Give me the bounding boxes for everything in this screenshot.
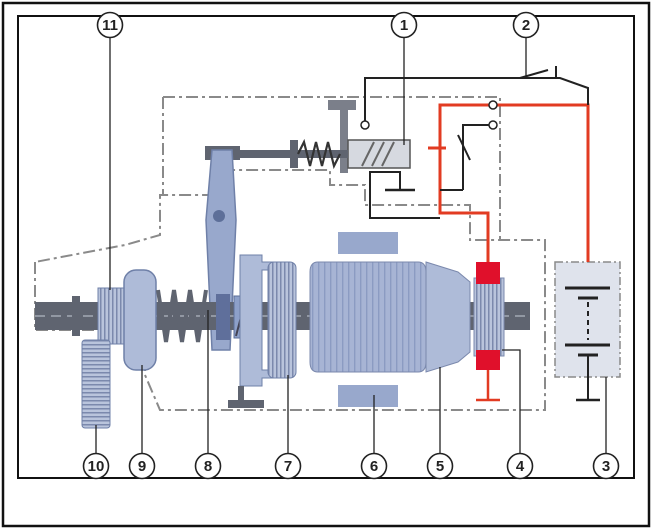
callout-8: 8 <box>194 452 222 480</box>
callout-10: 10 <box>82 452 110 480</box>
callout-11: 11 <box>96 11 124 39</box>
ignition-wire-left <box>364 77 520 125</box>
callout-7: 7 <box>274 452 302 480</box>
callout-11-label: 11 <box>102 17 118 34</box>
callout-7-label: 7 <box>284 458 292 475</box>
callout-9: 9 <box>128 452 156 480</box>
solenoid-terminal-left <box>360 120 370 130</box>
housing-mount-foot <box>228 400 264 408</box>
callout-6: 6 <box>360 452 388 480</box>
callout-9-label: 9 <box>138 458 146 475</box>
solenoid-top-bracket <box>328 100 356 110</box>
ignition-wire-right <box>520 77 589 105</box>
callout-2: 2 <box>512 11 540 39</box>
inner-frame <box>17 15 635 479</box>
overrunning-clutch <box>123 269 157 371</box>
callout-1-label: 1 <box>400 17 408 34</box>
solenoid-frame-post <box>340 108 348 173</box>
pinion-gear <box>97 287 125 345</box>
drive-collar <box>216 294 230 340</box>
callout-6-label: 6 <box>370 458 378 475</box>
ignition-switch-blade <box>519 69 549 79</box>
plunger-rod <box>230 150 348 158</box>
callout-3: 3 <box>592 452 620 480</box>
callout-2-label: 2 <box>522 17 530 34</box>
ring-gear-segment <box>81 339 111 429</box>
callout-5: 5 <box>426 452 454 480</box>
solenoid-housing-outline <box>163 96 501 240</box>
return-spring <box>297 138 341 170</box>
brush-bottom <box>476 350 500 370</box>
motor-housing-outline <box>34 169 546 411</box>
spring-seat <box>290 140 298 168</box>
callout-10-label: 10 <box>88 458 105 475</box>
meshing-spring <box>156 289 208 343</box>
callout-1: 1 <box>390 11 418 39</box>
planetary-housing <box>239 254 277 387</box>
commutator <box>473 277 505 357</box>
planetary-gear <box>267 261 297 379</box>
hold-switch-blade <box>457 134 471 161</box>
lever-pivot-pin <box>213 210 225 222</box>
callout-8-label: 8 <box>204 458 212 475</box>
pull-in-coil-wire <box>462 124 489 190</box>
callout-4-label: 4 <box>516 458 525 475</box>
terminal-bottom <box>488 120 498 130</box>
leader-4 <box>502 349 521 453</box>
housing-mount-post <box>238 386 244 402</box>
main-power-wire <box>438 103 590 262</box>
field-pole-bottom <box>338 385 398 407</box>
armature-core <box>309 261 427 373</box>
shaft-collar <box>72 296 80 336</box>
armature-winding-end <box>425 261 471 373</box>
terminal-top <box>488 100 498 110</box>
field-pole-top <box>338 232 398 254</box>
coil-ground-wire <box>369 171 440 219</box>
callout-3-label: 3 <box>602 458 610 475</box>
callout-4: 4 <box>506 452 534 480</box>
callout-5-label: 5 <box>436 458 444 475</box>
brush-top <box>476 262 500 284</box>
